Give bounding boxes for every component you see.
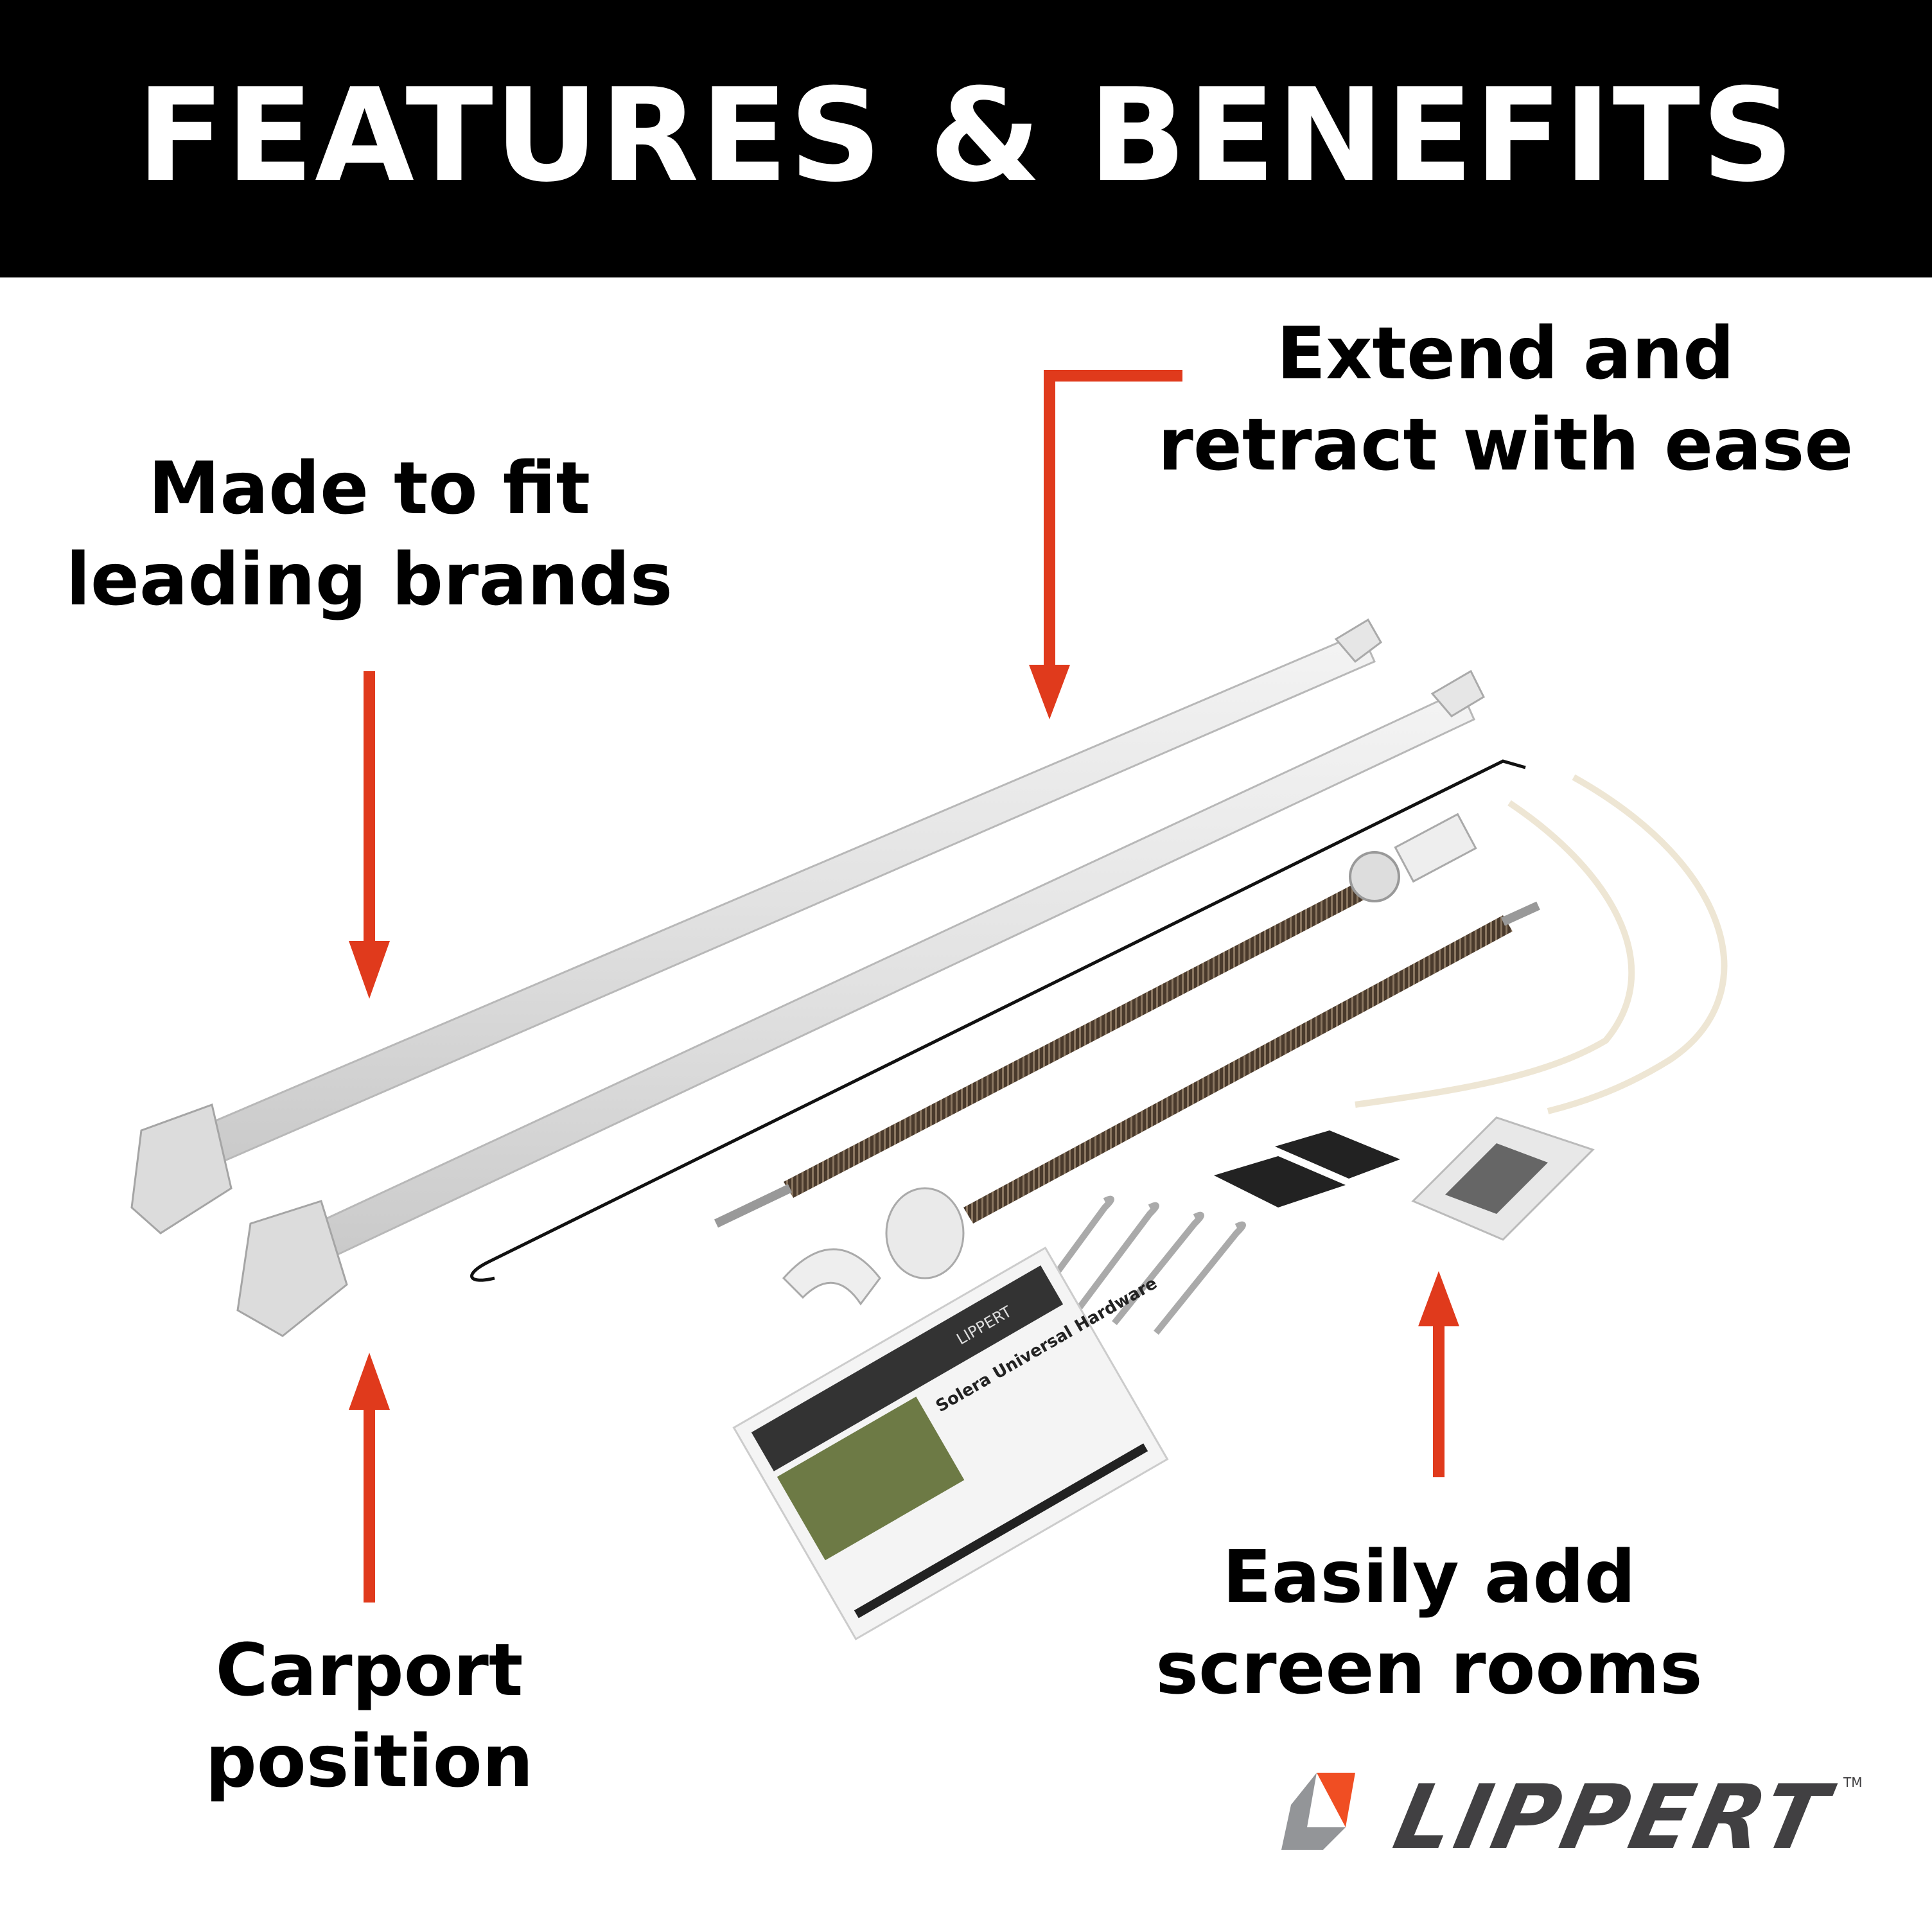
arrow-fit <box>349 671 390 999</box>
callout-carport: Carport position <box>206 1625 534 1807</box>
callout-extend-retract: Extend and retract with ease <box>1158 308 1854 491</box>
callout-line: retract with ease <box>1157 403 1854 487</box>
trademark: TM <box>1843 1775 1863 1790</box>
awning-arm-1 <box>130 618 1382 1234</box>
ground-stakes <box>1031 1195 1246 1335</box>
zip-tie-2 <box>1547 774 1728 1114</box>
callout-line: Easily add <box>1222 1536 1636 1619</box>
spring-2 <box>782 901 1540 1306</box>
callout-line: position <box>205 1720 534 1804</box>
callout-line: Made to fit <box>148 447 591 531</box>
arrow-carport <box>349 1353 390 1603</box>
pull-rod-wire <box>470 759 1526 1282</box>
lippert-logo: LIPPERT TM <box>1278 1766 1862 1869</box>
callout-line: Extend and <box>1276 312 1735 396</box>
header-banner: FEATURES & BENEFITS <box>0 0 1932 277</box>
callout-made-to-fit: Made to fit leading brands <box>66 443 673 626</box>
arrow-screen <box>1418 1271 1459 1477</box>
lippert-logo-icon <box>1281 1773 1355 1850</box>
hardware-bag <box>1411 1116 1595 1241</box>
rubber-pads <box>1214 1130 1400 1208</box>
callout-screen-rooms: Easily add screen rooms <box>1155 1532 1702 1714</box>
lippert-logo-text: LIPPERT <box>1385 1766 1840 1869</box>
callout-line: Carport <box>215 1629 523 1712</box>
page-title: FEATURES & BENEFITS <box>136 60 1796 211</box>
spring-1 <box>714 812 1477 1228</box>
callout-line: screen rooms <box>1155 1627 1703 1710</box>
arrow-extend <box>1029 370 1182 719</box>
zip-tie-1 <box>1355 800 1635 1108</box>
awning-arm-2 <box>236 669 1485 1337</box>
callout-line: leading brands <box>66 538 673 622</box>
